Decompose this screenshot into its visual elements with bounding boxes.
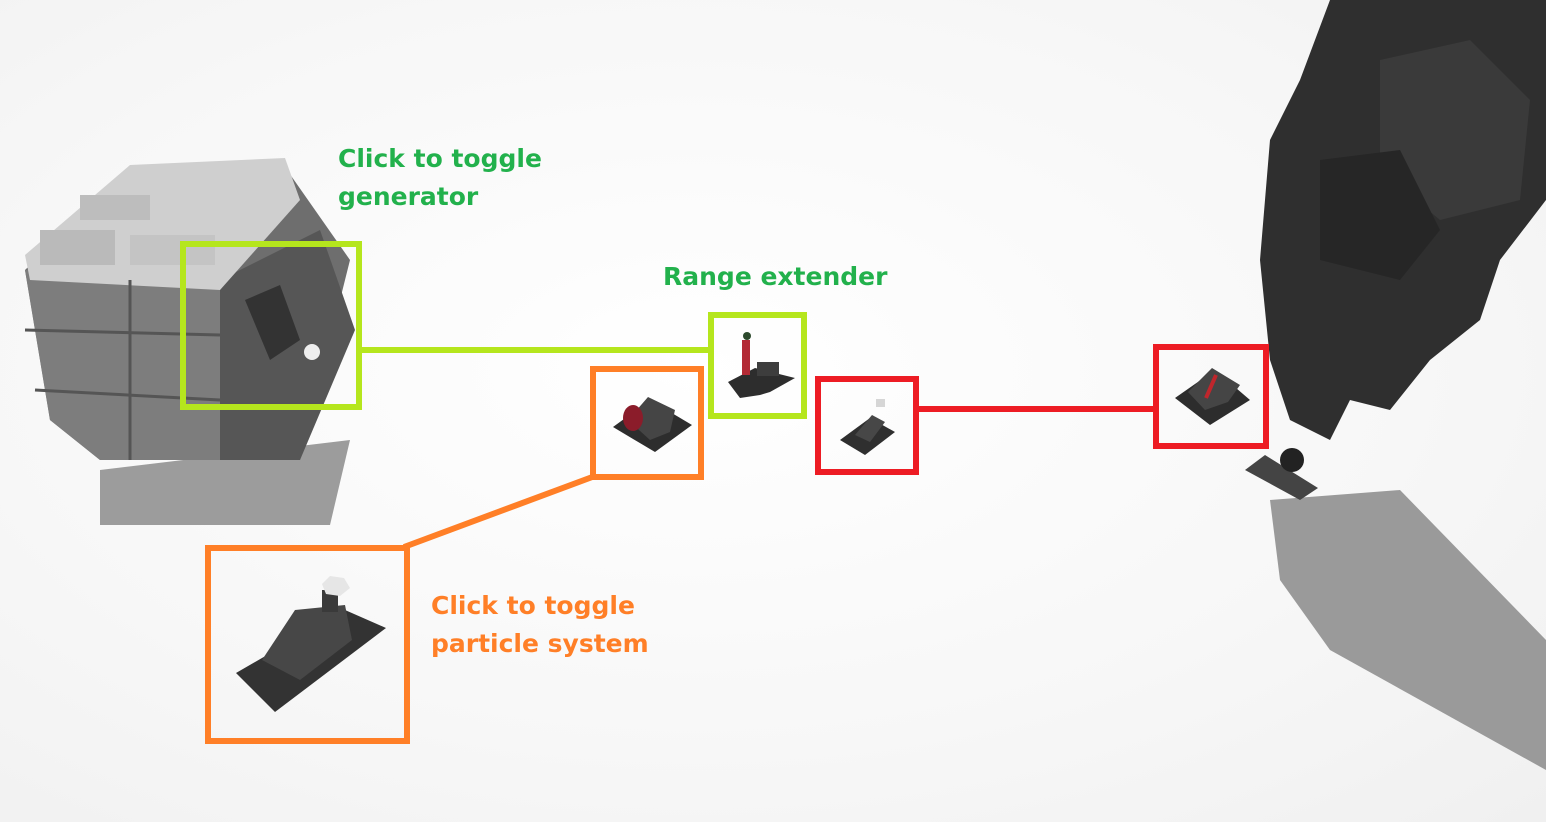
smoke-plume[interactable] xyxy=(1260,0,1546,440)
lever-switch[interactable] xyxy=(840,399,895,455)
generator-block[interactable] xyxy=(24,158,355,460)
smoke-emitter[interactable] xyxy=(1245,448,1318,500)
particle-lever-closeup[interactable] xyxy=(236,576,386,712)
generator-highlight-box[interactable] xyxy=(180,241,362,410)
smoke-toggle-highlight-box[interactable] xyxy=(1153,344,1269,449)
particle-label-line2: particle system xyxy=(431,629,649,658)
generator-label: Click to toggle generator xyxy=(338,140,542,216)
particle-toggle-device[interactable] xyxy=(613,397,692,452)
generator-label-line2: generator xyxy=(338,182,479,211)
lever-highlight-box[interactable] xyxy=(815,376,919,475)
particle-closeup-highlight-box[interactable] xyxy=(205,545,410,744)
range-extender-highlight-box[interactable] xyxy=(708,312,807,419)
particle-label: Click to toggle particle system xyxy=(431,587,649,663)
particle-link-line xyxy=(402,473,597,550)
generator-label-line1: Click to toggle xyxy=(338,144,542,173)
smoke-toggle-device[interactable] xyxy=(1175,368,1250,425)
generator-shadow xyxy=(100,440,350,525)
range-extender[interactable] xyxy=(728,332,795,398)
range-extender-label: Range extender xyxy=(663,262,888,291)
smoke-shadow xyxy=(1270,490,1546,770)
particle-label-line1: Click to toggle xyxy=(431,591,635,620)
particle-toggle-highlight-box[interactable] xyxy=(590,366,704,480)
